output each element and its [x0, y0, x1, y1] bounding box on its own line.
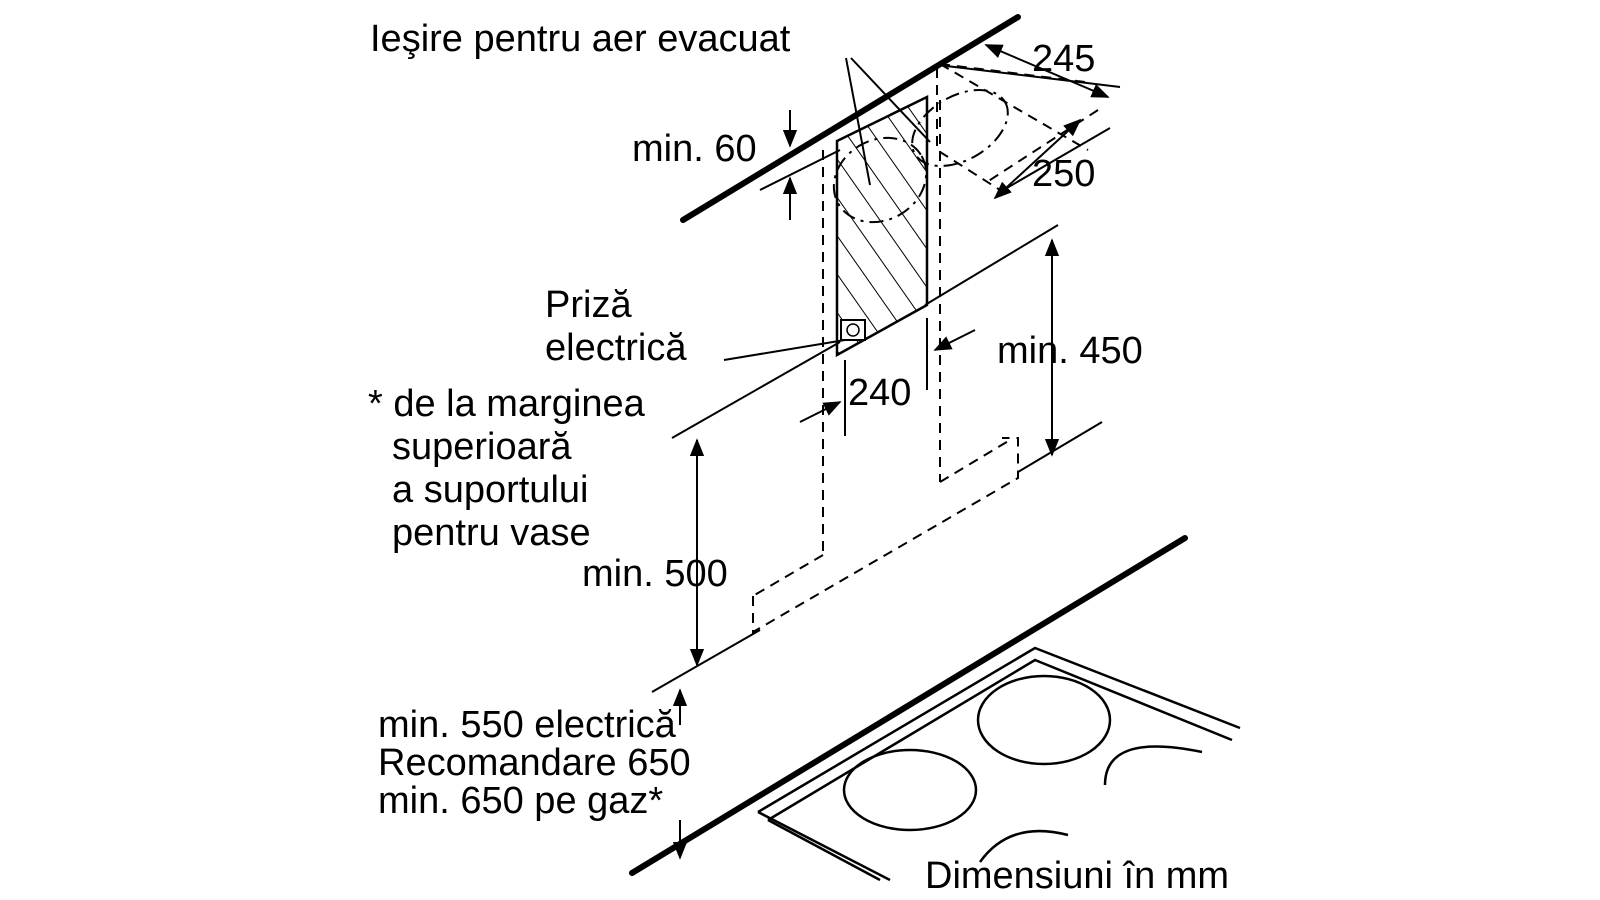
- dim-240-lines: [799, 318, 976, 436]
- height-line3: min. 650 pe gaz*: [378, 780, 664, 822]
- hood-outline-dashed: [752, 100, 1019, 634]
- dim-250-label: 250: [1032, 153, 1096, 195]
- note-line1: * de la marginea: [368, 383, 645, 425]
- min-60-label: min. 60: [632, 128, 757, 170]
- dim-245-label: 245: [1032, 38, 1096, 80]
- note-line3: a suportului: [392, 469, 589, 511]
- min-450-label: min. 450: [997, 330, 1143, 372]
- dim-240-label: 240: [848, 372, 912, 414]
- height-line2: Recomandare 650: [378, 742, 691, 784]
- height-line1: min. 550 electrică: [378, 704, 676, 746]
- min-500-label: min. 500: [582, 553, 728, 595]
- units-label: Dimensiuni în mm: [925, 855, 1230, 897]
- dim-250-lines: [993, 118, 1111, 200]
- socket-label-line2: electrică: [545, 327, 687, 369]
- dim-245-lines: [937, 44, 1121, 98]
- note-line2: superioară: [392, 426, 572, 468]
- extension-lines: [651, 224, 1103, 693]
- note-line4: pentru vase: [392, 512, 591, 554]
- socket-icon: [840, 319, 866, 341]
- ceiling-line: [680, 14, 1021, 223]
- worktop-line: [629, 535, 1188, 876]
- duct-hatched-area: [835, 94, 929, 358]
- exhaust-outlet-label: Ieşire pentru aer evacuat: [370, 18, 791, 60]
- socket-label-line1: Priză: [545, 284, 632, 326]
- leader-lines: [723, 57, 931, 361]
- cooktop-drawing: [757, 646, 1241, 882]
- dim-min60-arrows: [759, 110, 841, 220]
